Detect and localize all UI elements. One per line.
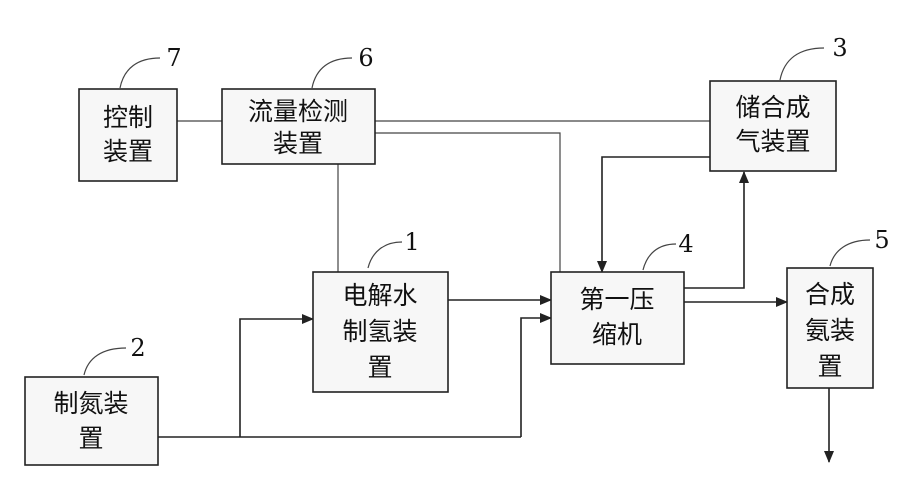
ref-number-2: 2 <box>130 334 145 362</box>
line-flow-to-compressor <box>375 133 560 274</box>
arrow-nitrogen-to-compressor <box>521 318 551 437</box>
box-storage-label-2: 气装置 <box>735 127 810 156</box>
connections <box>158 121 829 462</box>
leader-7 <box>120 58 160 88</box>
ref-number-6: 6 <box>358 44 373 72</box>
box-ammonia-label-2: 氨装 <box>805 316 855 345</box>
box-compressor-label-1: 第一压 <box>579 285 654 314</box>
box-compressor: 第一压 缩机 <box>551 272 684 364</box>
box-syngas-storage: 储合成 气装置 <box>710 81 836 171</box>
box-electrolysis-label-2: 制氢装 <box>342 317 417 346</box>
box-nitrogen: 制氮装 置 <box>25 377 158 465</box>
ref-number-7: 7 <box>166 44 181 72</box>
box-nitrogen-label-1: 制氮装 <box>53 389 128 418</box>
box-electrolysis-label-3: 置 <box>367 353 392 382</box>
box-flow-label-1: 流量检测 <box>248 97 348 126</box>
box-compressor-label-2: 缩机 <box>592 320 642 349</box>
box-electrolysis: 电解水 制氢装 置 <box>313 272 448 392</box>
leader-1 <box>368 242 402 268</box>
box-control-label-1: 控制 <box>103 103 153 132</box>
ref-number-3: 3 <box>832 34 847 62</box>
box-flow-label-2: 装置 <box>273 129 323 158</box>
box-ammonia-label-3: 置 <box>817 352 842 381</box>
box-flow-detection: 流量检测 装置 <box>222 89 375 164</box>
box-ammonia-label-1: 合成 <box>805 280 855 309</box>
box-electrolysis-label-1: 电解水 <box>342 281 417 310</box>
ref-number-4: 4 <box>678 230 693 258</box>
leader-3 <box>780 48 824 80</box>
box-nitrogen-label-2: 置 <box>78 424 103 453</box>
leader-2 <box>84 348 126 375</box>
arrow-nitrogen-to-electrolysis <box>240 319 313 437</box>
leader-6 <box>312 58 352 88</box>
arrow-storage-to-compressor <box>602 157 710 272</box>
box-ammonia-synthesis: 合成 氨装 置 <box>787 268 873 388</box>
box-control: 控制 装置 <box>79 89 177 181</box>
box-storage-label-1: 储合成 <box>735 93 810 122</box>
leader-5 <box>830 240 870 266</box>
box-control-label-2: 装置 <box>103 137 153 166</box>
leader-4 <box>643 244 676 270</box>
ref-number-1: 1 <box>404 228 419 256</box>
ref-number-5: 5 <box>874 226 889 254</box>
